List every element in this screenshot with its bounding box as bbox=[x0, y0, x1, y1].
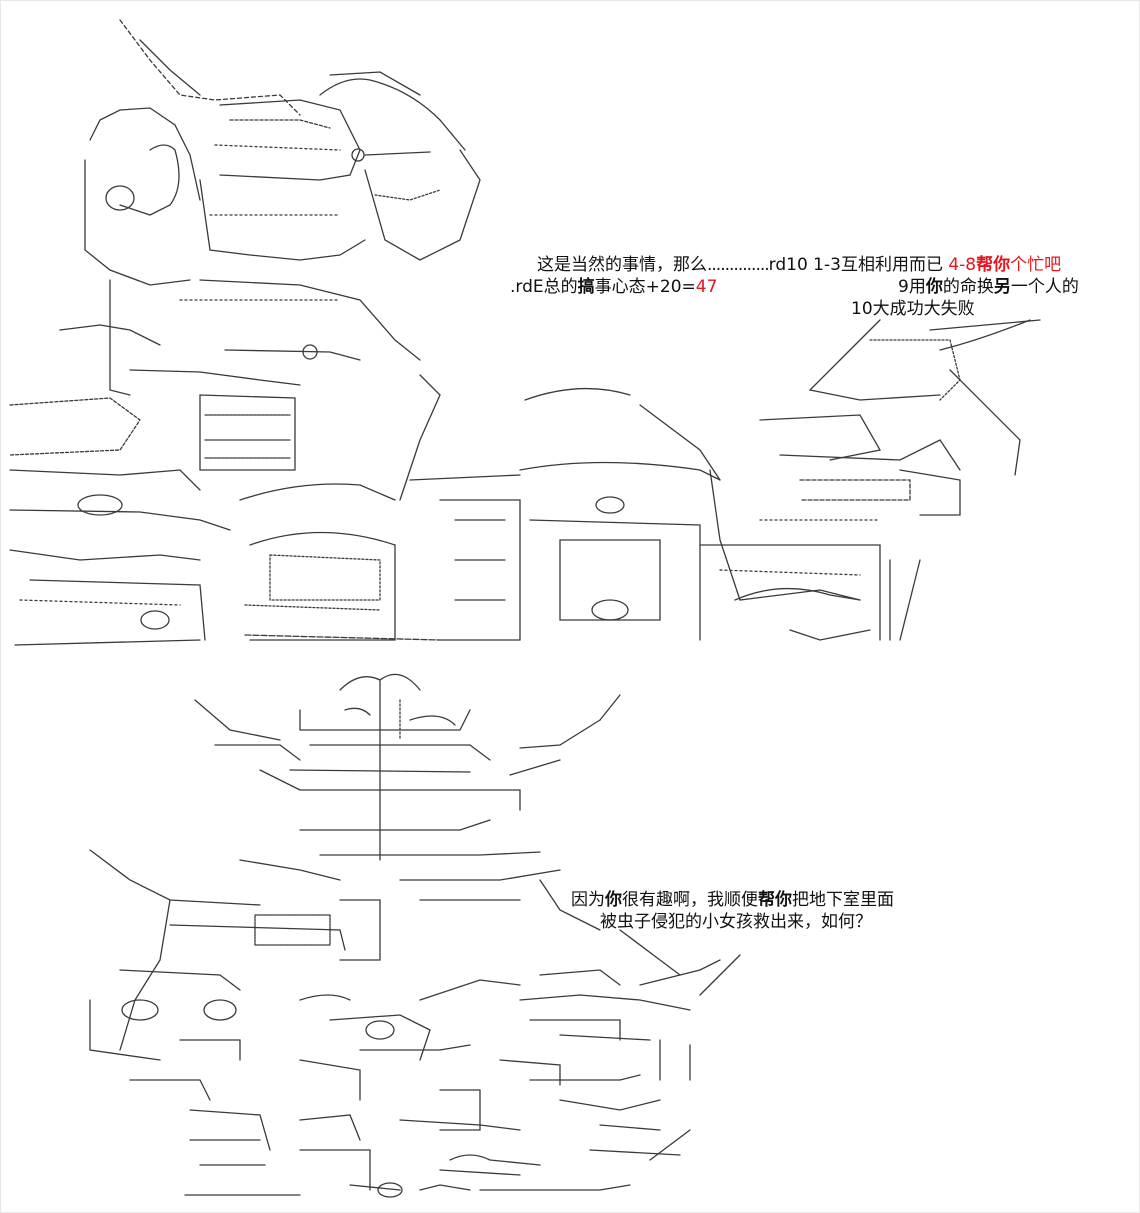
panel1-line-1: 这是当然的事情，那么..............rd10 1-3互相利用而已 4… bbox=[537, 255, 1061, 275]
panel1-line-3: 9用你的命换另一个人的 bbox=[898, 277, 1079, 297]
panel1-line-1-lead: 这是当然的事情，那么 bbox=[537, 255, 707, 275]
panel1-line-1-dots: .............. bbox=[707, 255, 770, 275]
panel2-line-1-text-c: 把地下室里面 bbox=[792, 890, 894, 910]
panel1-line-3-text-c: 一个人的 bbox=[1010, 277, 1079, 297]
panel1-line-2-red: 47 bbox=[695, 277, 718, 297]
panel1-line-4-text: 10大成功大失败 bbox=[851, 299, 975, 319]
panel2-line-2-text: 被虫子侵犯的小女孩救出来，如何？ bbox=[600, 912, 872, 932]
panel1-line-3-text-a: 9用 bbox=[898, 277, 926, 297]
panel1-line-1-tail: rd10 1-3互相利用而已 bbox=[768, 255, 943, 275]
panel2-line-1-text-b: 很有趣啊，我顺便 bbox=[622, 890, 758, 910]
panel2-line-1-bold-a: 你 bbox=[605, 890, 622, 910]
panel1-line-1-red-c: 个忙吧 bbox=[1010, 255, 1062, 275]
panel1-line-2-text-a: .rdE总的 bbox=[510, 277, 578, 297]
panel1-line-1-red-a: 4-8 bbox=[948, 255, 977, 275]
panel2-line-1-text-a: 因为 bbox=[571, 890, 605, 910]
panel1-line-4: 10大成功大失败 bbox=[851, 299, 975, 319]
panel2-line-1: 因为你很有趣啊，我顺便帮你把地下室里面 bbox=[571, 890, 894, 910]
panel1-line-3-text-b: 的命换 bbox=[942, 277, 994, 297]
panel1-line-2: .rdE总的搞事心态+20=47 bbox=[510, 277, 717, 297]
panel1-line-1-red-b: 帮你 bbox=[976, 255, 1011, 275]
panel1-line-2-bold: 搞 bbox=[577, 277, 595, 297]
panel2-line-1-bold-b: 帮你 bbox=[758, 890, 792, 910]
panel1-line-3-bold-b: 另 bbox=[993, 277, 1011, 297]
panel1-ascii-art bbox=[9, 19, 1041, 646]
panel2-line-2: 被虫子侵犯的小女孩救出来，如何？ bbox=[600, 912, 872, 932]
panel1-line-2-text-b: 事心态+20= bbox=[594, 277, 696, 297]
panel1-line-3-bold-a: 你 bbox=[925, 277, 943, 297]
